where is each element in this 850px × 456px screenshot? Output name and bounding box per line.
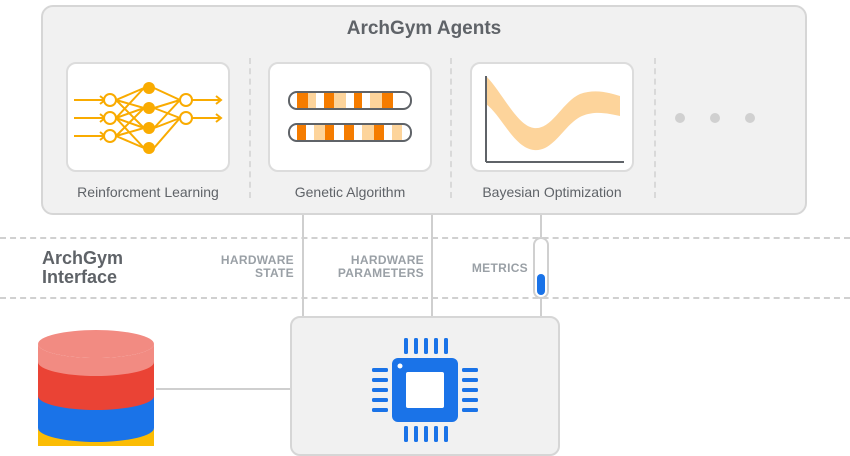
agent-separator <box>654 58 656 198</box>
agent-separator <box>450 58 452 198</box>
neural-network-icon <box>74 82 223 154</box>
chip-icon <box>372 338 478 442</box>
agent-separator <box>249 58 251 198</box>
ellipsis-icon <box>675 113 755 123</box>
interface-bottom-border <box>0 297 850 299</box>
hardware-state-label: HARDWARE STATE <box>220 253 294 280</box>
bayesian-curve-icon <box>485 76 624 163</box>
interface-top-border <box>0 237 850 239</box>
hardware-parameters-label: HARDWARE PARAMETERS <box>337 253 424 280</box>
database-icon <box>38 330 154 446</box>
metrics-label: METRICS <box>471 261 528 275</box>
chromosome-icon <box>288 91 412 142</box>
bo-card[interactable] <box>470 62 634 172</box>
hardware-parameters-connector <box>431 215 433 316</box>
rl-label: Reinforcment Learning <box>77 184 219 200</box>
agents-title: ArchGym Agents <box>346 18 502 39</box>
ga-card[interactable] <box>268 62 432 172</box>
ga-label: Genetic Algorithm <box>294 184 406 200</box>
database-connector <box>156 388 290 390</box>
metrics-connector-bottom <box>540 298 542 316</box>
metrics-connector-top <box>540 215 542 237</box>
rl-card[interactable] <box>66 62 230 172</box>
hardware-state-connector <box>302 215 304 316</box>
bo-label: Bayesian Optimization <box>482 184 622 200</box>
metrics-gauge-icon <box>533 237 549 299</box>
interface-title: ArchGym Interface <box>42 248 124 287</box>
